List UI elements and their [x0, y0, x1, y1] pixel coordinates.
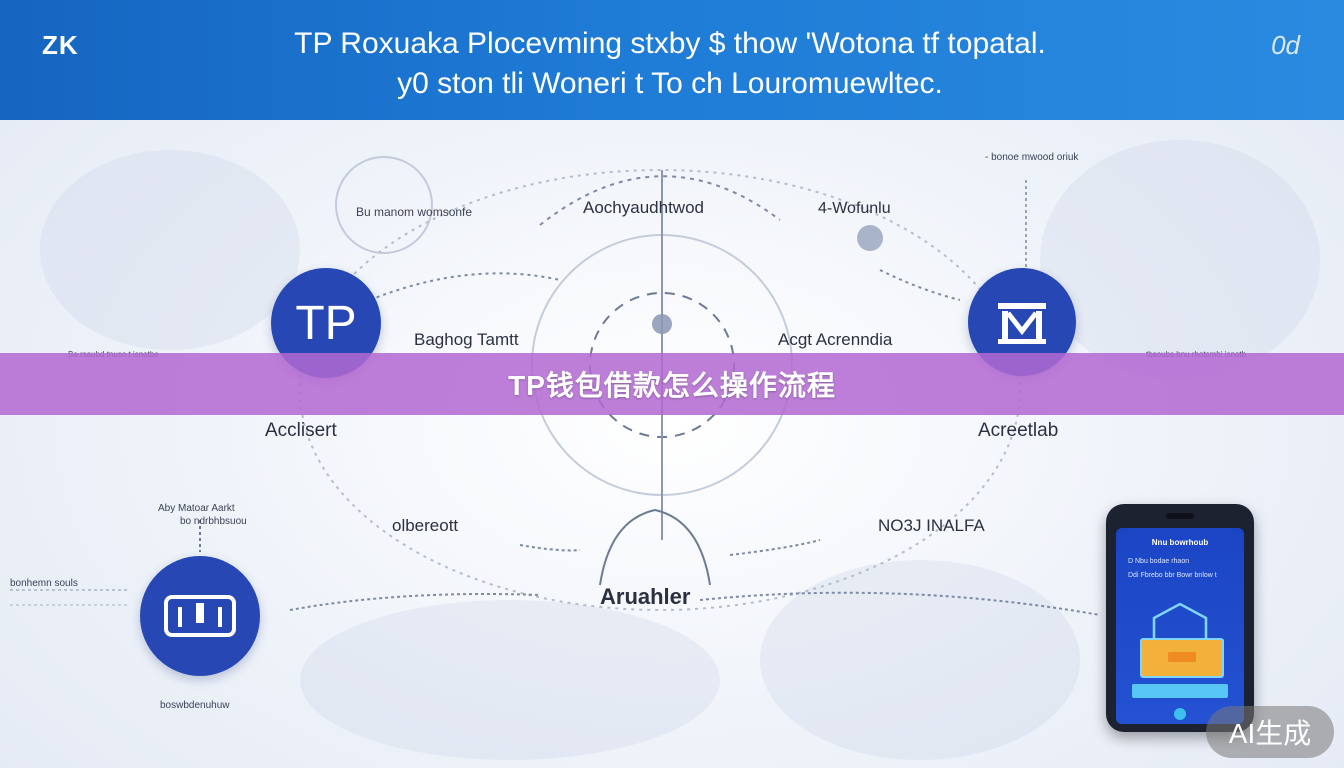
label-bottom-left-1: Aby Matoar Aarkt [158, 503, 235, 514]
banner-logo: ZK [42, 30, 79, 60]
banner-title-line2: y0 ston tli Woneri t To ch Louromuewltec… [397, 67, 943, 100]
label-mid-right: Acgt Acrenndia [778, 330, 893, 349]
top-arc [539, 175, 781, 226]
label-bottom-left-caption: boswbdenuhuw [160, 700, 230, 711]
banner-title-line1: TP Roxuaka Plocevming stxby $ thow 'Woto… [294, 27, 1046, 60]
phone-base-bar [1132, 684, 1228, 698]
top-left-ring [335, 156, 433, 254]
phone-notch [1166, 513, 1194, 519]
phone-wallet-clasp [1168, 652, 1196, 662]
phone-home-button [1174, 708, 1186, 720]
label-accusert: Acclisert [265, 420, 337, 441]
banner-right-mark: 0d [1271, 30, 1300, 60]
banner-title: TP Roxuaka Plocevming stxby $ thow 'Woto… [170, 24, 1170, 104]
bottom-center-arc [599, 508, 711, 586]
label-left-far: bonhemn souls [10, 578, 78, 589]
house-icon [1152, 602, 1208, 640]
label-bottom-center-left: olbereott [392, 516, 459, 535]
connector-right [879, 269, 961, 301]
overlay-title: TP钱包借款怎么操作流程 [508, 370, 836, 401]
label-acreetlab: Acreetlab [978, 420, 1059, 441]
connector-bottom-center-right [729, 539, 821, 556]
connector-bottom-left [289, 593, 541, 611]
connector-bottom-right [699, 591, 1101, 616]
label-bottom-left-2: bo ndrbhbsuou [180, 516, 247, 527]
background-blob [1040, 140, 1320, 380]
wallet-card-icon [164, 595, 236, 637]
phone-line-1: D Nbu bodae rhaon [1128, 558, 1190, 565]
phone-screen: Nnu bowrhoub D Nbu bodae rhaon Ddi Fbreb… [1116, 528, 1244, 724]
phone-header: Nnu bowrhoub [1151, 538, 1209, 547]
label-center-bottom: Aruahler [600, 584, 691, 609]
phone-line-2: Ddi Fbrebo bbr Bowr bnlow t [1128, 572, 1217, 579]
label-top-far-right: - bonoe mwood oriuk [985, 152, 1079, 163]
overlay-title-band: TP钱包借款怎么操作流程 [0, 353, 1344, 415]
top-right-dot [857, 225, 883, 251]
label-mid-left: Baghog Tamtt [414, 330, 519, 349]
background-blob [40, 150, 300, 350]
label-top-left: Bu manom womsonfe [356, 205, 473, 219]
phone-wallet-icon [1140, 638, 1224, 678]
label-top-right: 4-Wofunlu [818, 200, 891, 217]
ai-generated-badge: AI生成 [1206, 706, 1334, 758]
header-banner: ZK TP Roxuaka Plocevming stxby $ thow 'W… [0, 0, 1344, 120]
wallet-node [140, 556, 260, 676]
background-blob [300, 600, 720, 760]
tp-node-label: TP [295, 296, 357, 350]
background-blob [760, 560, 1080, 760]
phone-mockup: Nnu bowrhoub D Nbu bodae rhaon Ddi Fbreb… [1106, 504, 1254, 732]
label-bottom-center-right: NO3J INALFA [878, 516, 985, 535]
label-top-center: Aochyaudhtwod [583, 198, 704, 217]
connector-tp-center [369, 272, 561, 301]
connector-bottom-center-left [519, 544, 581, 552]
bridge-icon [998, 303, 1046, 344]
